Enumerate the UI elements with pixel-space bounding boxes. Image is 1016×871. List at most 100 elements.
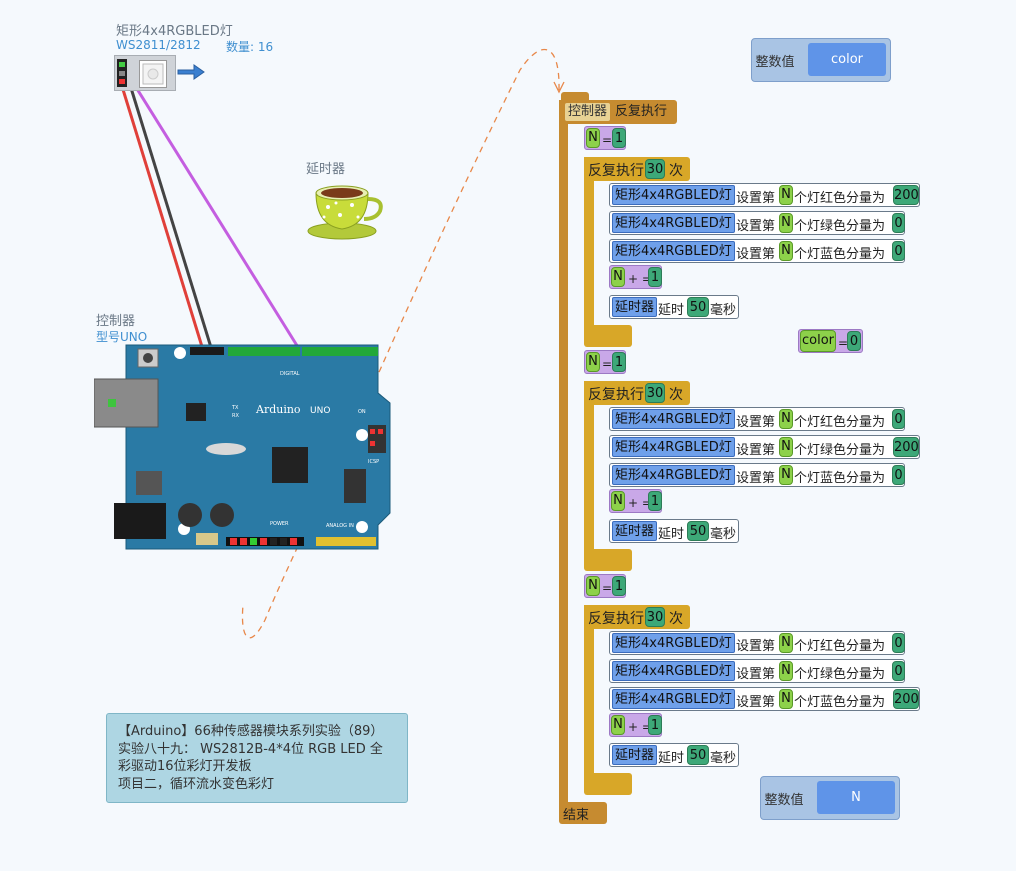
- teacup-icon[interactable]: [306, 175, 386, 243]
- channel-label: 个灯绿色分量为: [794, 667, 886, 682]
- set-prefix: 设置第: [736, 471, 776, 486]
- led-device-tag: 矩形4x4RGBLED灯: [612, 689, 735, 709]
- n-variable-ref[interactable]: N: [779, 437, 793, 457]
- led-set-red-block[interactable]: 矩形4x4RGBLED灯 设置第 N 个灯红色分量为 200: [609, 183, 920, 207]
- led-set-red-block[interactable]: 矩形4x4RGBLED灯 设置第 N 个灯红色分量为 0: [609, 407, 905, 431]
- channel-label: 个灯红色分量为: [794, 639, 886, 654]
- experiment-note: 【Arduino】66种传感器模块系列实验（89） 实验八十九： WS2812B…: [106, 713, 408, 803]
- repeat-block[interactable]: 反复执行 30 次: [584, 157, 690, 181]
- arrow-right-icon: [177, 64, 205, 80]
- repeat-block[interactable]: 反复执行 30 次: [584, 605, 690, 629]
- number-literal[interactable]: 1: [612, 352, 626, 372]
- number-literal[interactable]: 1: [648, 715, 662, 735]
- led-set-green-block[interactable]: 矩形4x4RGBLED灯 设置第 N 个灯绿色分量为 0: [609, 211, 905, 235]
- delay-value[interactable]: 50: [687, 297, 709, 317]
- led-set-red-block[interactable]: 矩形4x4RGBLED灯 设置第 N 个灯红色分量为 0: [609, 631, 905, 655]
- n-variable-ref[interactable]: N: [586, 352, 600, 372]
- variable-panel-color[interactable]: 整数值 color: [751, 38, 891, 82]
- delay-block[interactable]: 延时器 延时 50 毫秒: [609, 519, 739, 543]
- led-device-tag: 矩形4x4RGBLED灯: [612, 633, 735, 653]
- n-variable-ref[interactable]: N: [611, 491, 625, 511]
- color-assign-block[interactable]: color = 0: [798, 329, 863, 353]
- n-variable-ref[interactable]: N: [779, 633, 793, 653]
- channel-value[interactable]: 200: [893, 185, 919, 205]
- repeat-count[interactable]: 30: [645, 159, 665, 179]
- n-variable-ref[interactable]: N: [611, 267, 625, 287]
- variable-name-color[interactable]: color: [808, 43, 886, 76]
- pin-vcc: [119, 79, 125, 84]
- number-literal[interactable]: 1: [648, 267, 662, 287]
- led-set-blue-block[interactable]: 矩形4x4RGBLED灯 设置第 N 个灯蓝色分量为 200: [609, 687, 920, 711]
- repeat-block[interactable]: 反复执行 30 次: [584, 381, 690, 405]
- delay-action-label: 延时: [658, 527, 685, 542]
- note-line: 【Arduino】66种传感器模块系列实验（89）: [118, 724, 384, 739]
- n-variable-ref[interactable]: N: [779, 241, 793, 261]
- n-init-block[interactable]: N = 1: [584, 350, 626, 374]
- channel-value[interactable]: 0: [892, 661, 905, 681]
- arduino-digital-label: DIGITAL: [280, 371, 300, 377]
- arduino-on-label: ON: [358, 409, 366, 415]
- assign-operator: =: [602, 581, 613, 595]
- led-device-name: 矩形4x4RGBLED灯: [116, 24, 233, 39]
- channel-label: 个灯蓝色分量为: [794, 471, 886, 486]
- channel-value[interactable]: 0: [892, 213, 905, 233]
- n-variable-ref[interactable]: N: [779, 465, 793, 485]
- n-increment-block[interactable]: N + = 1: [609, 489, 662, 513]
- led-set-blue-block[interactable]: 矩形4x4RGBLED灯 设置第 N 个灯蓝色分量为 0: [609, 239, 905, 263]
- led-set-green-block[interactable]: 矩形4x4RGBLED灯 设置第 N 个灯绿色分量为 200: [609, 435, 920, 459]
- controller-loop-bar: [559, 100, 568, 802]
- pin-gnd: [119, 71, 125, 76]
- channel-value[interactable]: 200: [893, 437, 919, 457]
- n-variable-ref[interactable]: N: [586, 576, 600, 596]
- arduino-rx-label: RX: [232, 413, 239, 419]
- delay-device-name: 延时器: [306, 162, 346, 177]
- arduino-power-label: POWER: [270, 521, 289, 527]
- color-variable-ref[interactable]: color: [800, 330, 836, 352]
- wire-purple: [122, 67, 303, 353]
- delay-action-label: 延时: [658, 751, 685, 766]
- n-init-block[interactable]: N = 1: [584, 126, 626, 150]
- dashed-link-line: [241, 48, 560, 639]
- channel-value[interactable]: 0: [892, 241, 905, 261]
- led-set-blue-block[interactable]: 矩形4x4RGBLED灯 设置第 N 个灯蓝色分量为 0: [609, 463, 905, 487]
- delay-value[interactable]: 50: [687, 521, 709, 541]
- repeat-block-end: [584, 549, 632, 571]
- plus-assign-operator: + =: [628, 496, 652, 510]
- led-chip: [139, 60, 167, 88]
- channel-label: 个灯红色分量为: [794, 191, 886, 206]
- number-literal[interactable]: 1: [612, 128, 626, 148]
- dashed-link-arrowhead: [553, 81, 565, 94]
- repeat-times-label: 次: [669, 387, 683, 403]
- variable-panel-n[interactable]: 整数值 N: [760, 776, 900, 820]
- n-variable-ref[interactable]: N: [586, 128, 600, 148]
- led-set-green-block[interactable]: 矩形4x4RGBLED灯 设置第 N 个灯绿色分量为 0: [609, 659, 905, 683]
- n-variable-ref[interactable]: N: [779, 185, 793, 205]
- number-literal[interactable]: 0: [847, 331, 861, 351]
- channel-value[interactable]: 0: [892, 409, 905, 429]
- number-literal[interactable]: 1: [648, 491, 662, 511]
- channel-value[interactable]: 200: [893, 689, 919, 709]
- repeat-count[interactable]: 30: [645, 607, 665, 627]
- led-matrix-module[interactable]: [114, 55, 176, 91]
- assign-operator: =: [602, 133, 613, 147]
- delay-value[interactable]: 50: [687, 745, 709, 765]
- repeat-count[interactable]: 30: [645, 383, 665, 403]
- n-variable-ref[interactable]: N: [779, 409, 793, 429]
- n-variable-ref[interactable]: N: [779, 661, 793, 681]
- n-init-block[interactable]: N = 1: [584, 574, 626, 598]
- n-increment-block[interactable]: N + = 1: [609, 713, 662, 737]
- channel-value[interactable]: 0: [892, 465, 905, 485]
- number-literal[interactable]: 1: [612, 576, 626, 596]
- controller-loop-block[interactable]: 控制器 反复执行: [561, 100, 677, 124]
- arduino-uno-board[interactable]: Arduino UNO ON DIGITAL POWER ANALOG IN I…: [94, 343, 394, 553]
- end-block[interactable]: 结束: [559, 802, 607, 824]
- delay-block[interactable]: 延时器 延时 50 毫秒: [609, 743, 739, 767]
- n-increment-block[interactable]: N + = 1: [609, 265, 662, 289]
- n-variable-ref[interactable]: N: [779, 213, 793, 233]
- n-variable-ref[interactable]: N: [779, 689, 793, 709]
- delay-block[interactable]: 延时器 延时 50 毫秒: [609, 295, 739, 319]
- variable-name-n[interactable]: N: [817, 781, 895, 814]
- repeat-block-end: [584, 773, 632, 795]
- n-variable-ref[interactable]: N: [611, 715, 625, 735]
- channel-value[interactable]: 0: [892, 633, 905, 653]
